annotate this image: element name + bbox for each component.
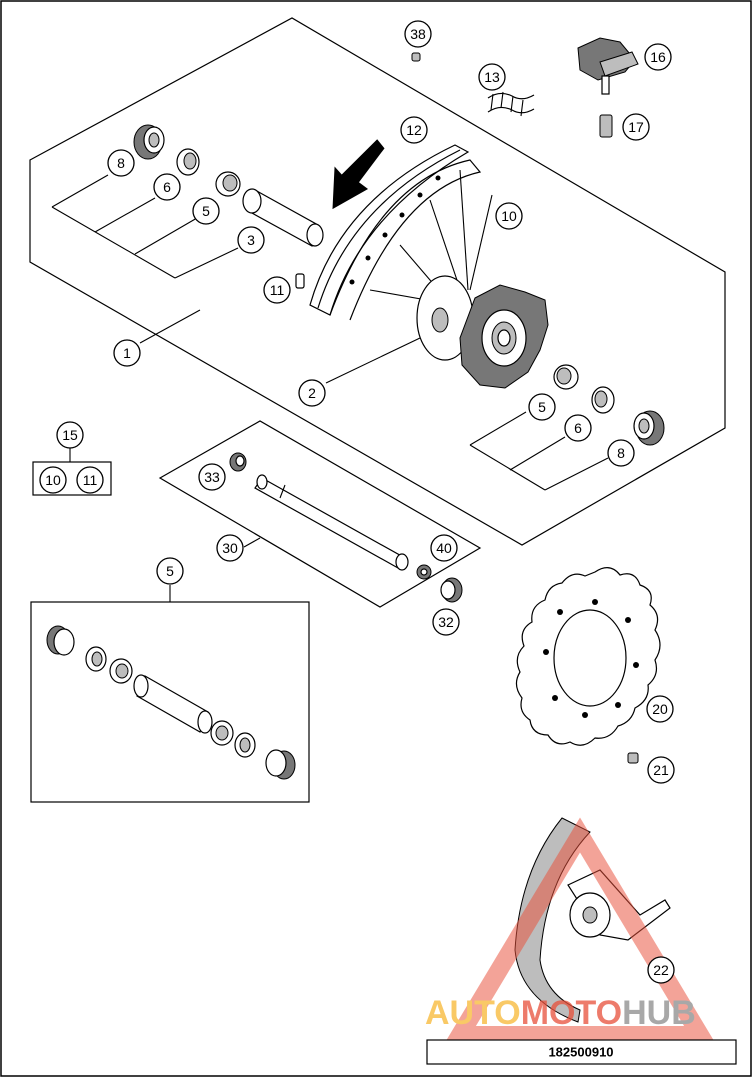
callout-30: 30 (216, 534, 244, 562)
wheel-assembly-frame (29, 17, 726, 546)
disc-guard-22 (514, 817, 671, 1023)
svg-text:5: 5 (538, 399, 546, 415)
svg-text:1: 1 (123, 345, 131, 361)
svg-text:33: 33 (204, 469, 220, 485)
svg-text:22: 22 (653, 962, 669, 978)
axle-nut-33 (229, 452, 247, 472)
svg-text:16: 16 (650, 49, 666, 65)
callout-8-left: 8 (107, 149, 135, 177)
callout-kit15-10: 10 (39, 466, 67, 494)
callout-1: 1 (113, 339, 141, 367)
document-number: 182500910 (548, 1045, 613, 1060)
svg-text:6: 6 (574, 420, 582, 436)
svg-text:10: 10 (501, 208, 517, 224)
wheel-hub-2 (416, 275, 549, 389)
callout-6-left: 6 (153, 173, 181, 201)
svg-text:30: 30 (222, 540, 238, 556)
document-number-box (426, 1039, 737, 1065)
kit-15-box (32, 461, 112, 496)
spacer-sleeve-3 (242, 188, 324, 247)
svg-text:2: 2 (308, 385, 316, 401)
collar-40 (416, 564, 432, 580)
svg-text:8: 8 (117, 155, 125, 171)
cap-38 (411, 52, 421, 62)
bearing-4-right (553, 364, 579, 390)
svg-text:17: 17 (628, 119, 644, 135)
bearing-seal-left-8 (133, 124, 165, 160)
callout-kit15-11: 11 (76, 466, 104, 494)
axle-kit-frame (158, 420, 482, 608)
svg-text:AUTOMOTOHUB: AUTOMOTOHUB (425, 994, 696, 1032)
rim-lock-16 (577, 37, 639, 95)
svg-text:13: 13 (484, 69, 500, 85)
bearing-4-left (215, 171, 241, 197)
callout-4-right: 5 (528, 393, 556, 421)
svg-text:15: 15 (62, 427, 78, 443)
callout-12: 12 (400, 116, 428, 144)
rim-tape-13 (487, 91, 535, 117)
spacer-ring-6 (176, 148, 200, 176)
valve-nut-17 (599, 114, 613, 138)
brake-disc-20 (515, 567, 661, 746)
spacer-ring-6-right (591, 386, 615, 414)
svg-text:10: 10 (45, 472, 61, 488)
screw-11 (295, 273, 305, 289)
watermark-hub: HUB (622, 994, 696, 1032)
svg-text:21: 21 (653, 762, 669, 778)
spacer-32 (440, 577, 463, 603)
watermark-logo: AUTOMOTOHUB (425, 817, 716, 1044)
callout-5: 5 (156, 557, 184, 585)
callout-33: 33 (198, 463, 226, 491)
svg-text:5: 5 (166, 563, 174, 579)
svg-text:32: 32 (438, 614, 454, 630)
callout-32: 32 (432, 608, 460, 636)
callout-16: 16 (644, 43, 672, 71)
callout-10: 10 (495, 202, 523, 230)
callout-21: 21 (647, 756, 675, 784)
callout-3: 3 (237, 226, 265, 254)
bearing-seal-right-8 (633, 410, 665, 446)
axle-30 (254, 474, 409, 571)
svg-text:40: 40 (436, 540, 452, 556)
wheel-rim (309, 144, 482, 321)
svg-text:20: 20 (652, 701, 668, 717)
svg-text:12: 12 (406, 122, 422, 138)
callout-15: 15 (56, 421, 84, 449)
callout-13: 13 (478, 63, 506, 91)
svg-text:38: 38 (410, 26, 426, 42)
callout-2: 2 (298, 379, 326, 407)
callout-20: 20 (646, 695, 674, 723)
svg-text:11: 11 (83, 472, 98, 488)
callout-22: 22 (647, 956, 675, 984)
callout-8-right: 8 (607, 439, 635, 467)
watermark-auto: AUTO (425, 994, 521, 1032)
watermark-triangle (444, 817, 716, 1044)
callout-6-right: 6 (564, 414, 592, 442)
screw-21 (627, 752, 639, 764)
watermark-moto: MOTO (521, 994, 622, 1032)
callout-4-left: 5 (192, 197, 220, 225)
rotation-direction-arrow (332, 139, 385, 210)
callout-17: 17 (622, 113, 650, 141)
svg-text:5: 5 (202, 203, 210, 219)
callout-38: 38 (404, 20, 432, 48)
svg-text:3: 3 (247, 232, 255, 248)
kit-5-parts (46, 625, 296, 780)
callout-40: 40 (430, 534, 458, 562)
svg-text:8: 8 (617, 445, 625, 461)
svg-text:11: 11 (270, 282, 285, 298)
callout-11: 11 (263, 276, 291, 304)
left-leaders (51, 174, 609, 491)
svg-text:6: 6 (163, 179, 171, 195)
